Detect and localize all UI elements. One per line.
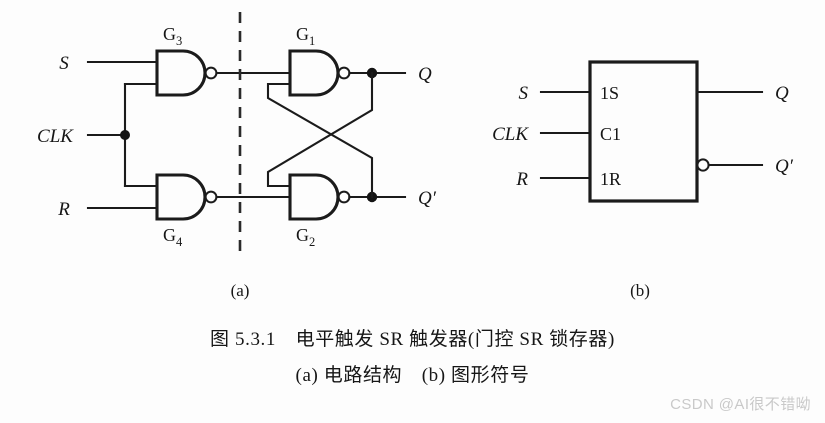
gate-g2-sublabel: 2 bbox=[309, 235, 315, 249]
gate-g2-body bbox=[288, 173, 340, 221]
pin-label-1s: 1S bbox=[600, 83, 619, 103]
gate-g4-body bbox=[155, 173, 207, 221]
gate-g4: G 4 bbox=[155, 173, 302, 249]
label-input-s-b: S bbox=[519, 83, 529, 104]
gate-g3: G 3 bbox=[155, 24, 302, 97]
label-output-qnot-a: Q′ bbox=[418, 188, 437, 209]
gate-g1-sublabel: 1 bbox=[309, 34, 315, 48]
circuit-a-group: G 3 G 4 G 1 bbox=[37, 12, 437, 251]
label-input-s-a: S bbox=[59, 53, 69, 74]
gate-g2-label: G bbox=[296, 225, 309, 245]
label-input-clk-b: CLK bbox=[492, 124, 529, 145]
gate-g4-sublabel: 4 bbox=[176, 235, 183, 249]
gate-g1-label: G bbox=[296, 24, 309, 44]
symbol-box-outline bbox=[588, 60, 699, 203]
part-a-label: (a) bbox=[231, 281, 250, 300]
gate-g1: G 1 bbox=[288, 24, 351, 97]
figure-caption: 图 5.3.1 电平触发 SR 触发器(门控 SR 锁存器) (a) 电路结构 … bbox=[0, 325, 825, 391]
junction-clk bbox=[120, 130, 130, 140]
gate-g4-label: G bbox=[163, 225, 176, 245]
gate-g3-label: G bbox=[163, 24, 176, 44]
gate-g2-bubble-icon bbox=[337, 190, 351, 204]
gate-g1-body bbox=[288, 49, 340, 97]
wire-cross-q-to-g2 bbox=[266, 71, 374, 188]
gate-g3-sublabel: 3 bbox=[176, 34, 182, 48]
label-input-clk-a: CLK bbox=[37, 126, 74, 147]
label-input-r-a: R bbox=[57, 199, 70, 220]
label-output-q-a: Q bbox=[418, 64, 432, 85]
gate-g4-bubble-icon bbox=[204, 190, 218, 204]
label-output-qnot-b: Q′ bbox=[775, 156, 794, 177]
watermark-text: CSDN @AI很不错呦 bbox=[670, 396, 811, 413]
pin-label-c1: C1 bbox=[600, 124, 621, 144]
wire-cross-qnot-to-g1 bbox=[266, 82, 374, 199]
caption-line-2: (a) 电路结构 (b) 图形符号 bbox=[295, 365, 530, 386]
gate-g3-bubble-icon bbox=[204, 66, 218, 80]
part-b-label: (b) bbox=[630, 281, 650, 300]
gate-g2: G 2 bbox=[288, 173, 351, 249]
symbol-qnot-bubble-icon bbox=[696, 158, 710, 172]
label-output-q-b: Q bbox=[775, 83, 789, 104]
caption-line-1: 图 5.3.1 电平触发 SR 触发器(门控 SR 锁存器) bbox=[210, 329, 615, 350]
symbol-b-group: S CLK R 1S C1 1R Q Q′ bbox=[492, 60, 794, 203]
gate-g1-bubble-icon bbox=[337, 66, 351, 80]
pin-label-1r: 1R bbox=[600, 169, 621, 189]
label-input-r-b: R bbox=[515, 169, 528, 190]
gate-g3-body bbox=[155, 49, 207, 97]
